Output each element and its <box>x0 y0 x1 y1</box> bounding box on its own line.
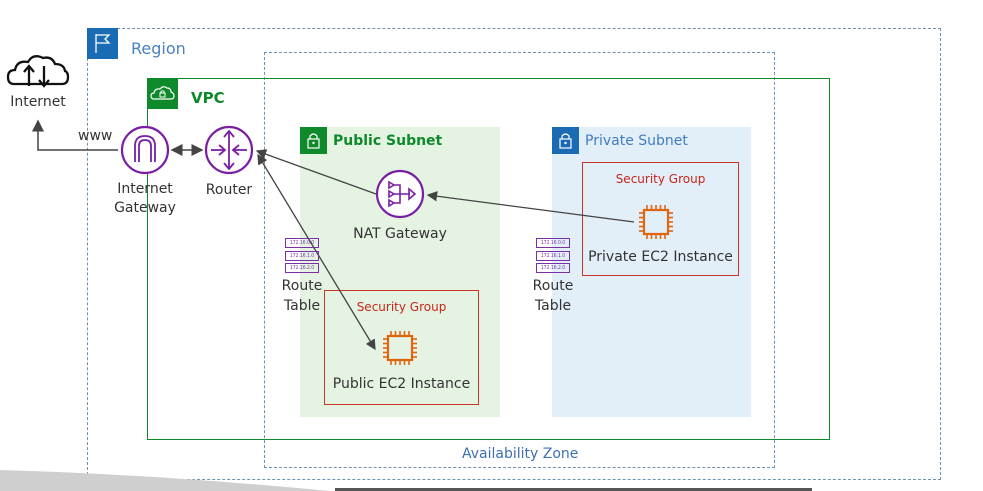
public-security-group-label: Security Group <box>356 300 447 314</box>
private-ec2-chip-icon <box>639 205 673 239</box>
private-route-table-label: Route Table <box>528 276 578 316</box>
internet-gateway-label: Internet Gateway <box>105 180 185 218</box>
availability-zone-label: Availability Zone <box>462 446 579 462</box>
private-security-group <box>582 162 739 276</box>
vpc-boundary <box>147 78 830 440</box>
public-ec2-label: Public EC2 Instance <box>332 376 471 392</box>
nat-gateway-icon <box>375 169 425 219</box>
private-route-table-icon: 172.16.0.0 172.16.1.0 172.16.2.0 <box>536 238 570 276</box>
public-route-entry: 172.16.1.0 <box>285 250 319 261</box>
private-route-table-label-line1: Route <box>532 278 574 294</box>
nat-router-link <box>255 149 377 195</box>
router-icon <box>204 125 254 175</box>
vpc-label: VPC <box>191 89 225 107</box>
internet-gateway-label-line2: Gateway <box>114 200 176 216</box>
private-route-entry: 172.16.1.0 <box>536 250 570 261</box>
private-ec2-label: Private EC2 Instance <box>588 249 733 265</box>
router-label: Router <box>205 182 253 198</box>
region-label: Region <box>131 39 186 58</box>
public-subnet-lock-icon <box>300 127 327 154</box>
slide-bottom-bar <box>335 488 812 491</box>
private-route-entry: 172.16.2.0 <box>536 263 570 273</box>
public-route-entry: 172.16.0.0 <box>285 238 319 248</box>
public-route-table-label-line2: Table <box>283 298 321 314</box>
public-route-entry: 172.16.2.0 <box>285 263 319 273</box>
public-route-table-label-line1: Route <box>281 278 323 294</box>
internet-label: Internet <box>10 94 66 110</box>
internet-gateway-icon <box>120 125 170 175</box>
internet-gateway-label-line1: Internet <box>117 181 173 197</box>
public-route-table-icon: 172.16.0.0 172.16.1.0 172.16.2.0 <box>285 238 319 276</box>
public-route-table-label: Route Table <box>277 276 327 316</box>
internet-connection-line <box>32 119 118 151</box>
private-route-table-label-line2: Table <box>534 298 572 314</box>
region-boundary <box>87 28 941 480</box>
public-subnet-label: Public Subnet <box>333 133 443 149</box>
private-ec2-nat-link <box>426 191 635 223</box>
private-subnet-lock-icon <box>552 127 579 154</box>
www-label: www <box>78 128 113 144</box>
vpc-cloud-lock-icon <box>147 78 178 109</box>
private-security-group-label: Security Group <box>615 172 706 186</box>
private-subnet <box>552 127 751 417</box>
public-ec2-chip-icon <box>383 331 417 365</box>
nat-gateway-label: NAT Gateway <box>353 226 447 242</box>
slide-decoration <box>0 470 330 491</box>
private-route-entry: 172.16.0.0 <box>536 238 570 248</box>
region-flag-icon <box>87 28 118 59</box>
router-public-ec2-link <box>257 153 376 351</box>
internet-cloud-icon <box>6 55 70 88</box>
private-subnet-label: Private Subnet <box>585 133 688 149</box>
